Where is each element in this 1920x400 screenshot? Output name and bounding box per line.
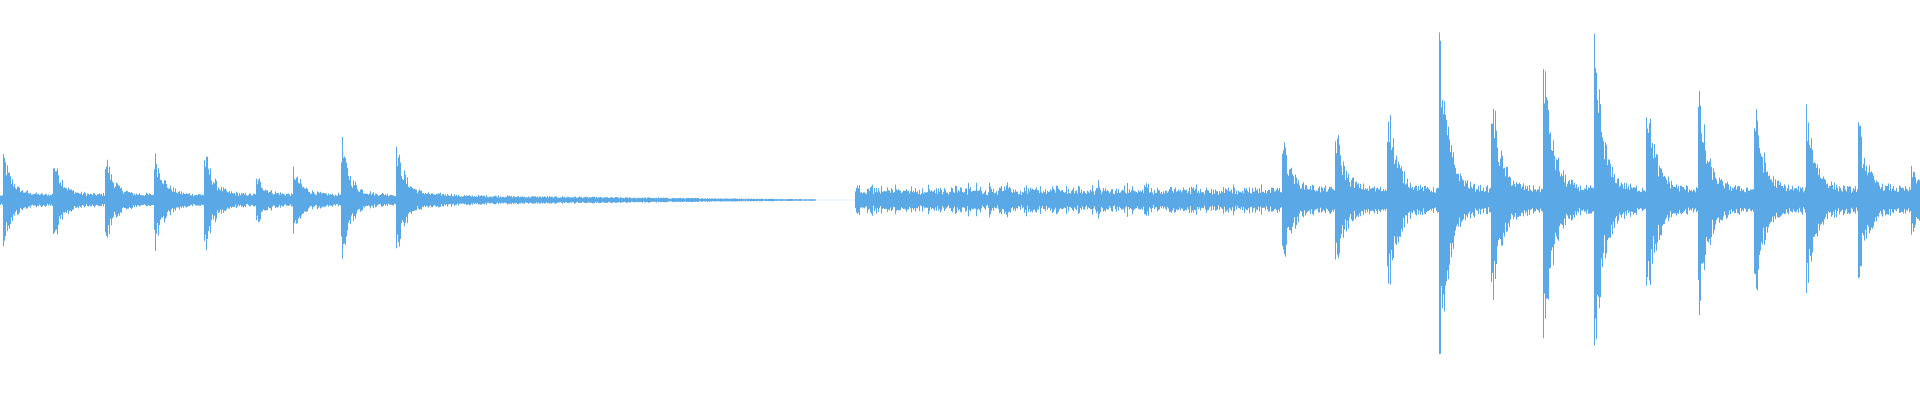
- waveform-trace: [0, 32, 1920, 355]
